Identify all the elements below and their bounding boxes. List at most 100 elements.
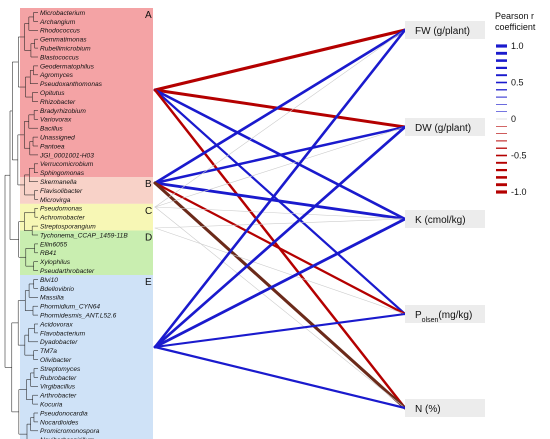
taxon-label: Bdellovibrio — [40, 286, 74, 293]
taxon-label: JGI_0001001-H03 — [39, 152, 94, 159]
legend-swatch — [496, 96, 507, 98]
legend-swatch — [496, 126, 507, 127]
variable-label-k: K (cmol/kg) — [415, 215, 466, 226]
taxon-label: Verrucomicrobium — [40, 161, 94, 168]
taxon-label: Ellin6055 — [40, 241, 67, 248]
group-label-b: B — [145, 179, 152, 190]
group-bands — [20, 8, 153, 439]
taxon-label: Massilia — [40, 295, 64, 302]
taxon-label: Bacillus — [40, 126, 63, 133]
group-label-c: C — [145, 206, 152, 217]
taxon-label: Dyadobacter — [40, 339, 78, 346]
variable-label-dw: DW (g/plant) — [415, 123, 471, 134]
edge-a-dw — [153, 88, 407, 129]
variable-nodes: FW (g/plant)DW (g/plant)K (cmol/kg)Polse… — [405, 21, 485, 417]
edge-a-fw — [153, 28, 407, 92]
group-label-a: A — [145, 10, 152, 21]
edge-b-fw — [153, 28, 407, 185]
taxon-label: Rubellimicrobium — [40, 46, 91, 53]
taxon-label: Pseudoxanthomonas — [40, 81, 103, 88]
variable-box-p — [405, 305, 485, 323]
edge-e-fw — [153, 28, 407, 349]
taxon-label: Sphingomonas — [40, 170, 85, 177]
edge-c-k — [154, 206, 406, 220]
taxa-labels: MicrobacteriumArchangiumRhodococcusGemma… — [39, 10, 128, 439]
legend-swatch — [496, 118, 507, 120]
edge-c-fw — [154, 29, 406, 208]
taxon-label: Phormidium_CYN64 — [40, 304, 100, 311]
edge-c-dw — [154, 126, 406, 208]
legend-swatch — [496, 176, 507, 179]
taxon-label: Promicromonospora — [40, 428, 100, 435]
edge-e-k — [153, 217, 407, 349]
taxon-label: Rhizobacter — [40, 99, 76, 106]
variable-box-n — [405, 399, 485, 417]
legend-swatch — [496, 154, 507, 157]
taxon-label: Achromobacter — [39, 215, 86, 222]
legend-swatch — [496, 59, 507, 62]
taxon-label: Tychonema_CCAP_1459-11B — [40, 232, 128, 239]
legend-tick-label: 0.5 — [511, 78, 524, 88]
taxon-label: Bradyrhizobium — [40, 108, 86, 115]
taxon-label: RB41 — [40, 250, 57, 257]
legend-swatch — [496, 168, 507, 172]
edge-e-p — [153, 312, 407, 349]
legend-tick-label: -0.5 — [511, 151, 527, 161]
legend-swatch — [496, 161, 507, 164]
taxon-label: Xylophilus — [39, 259, 71, 266]
legend-swatch — [496, 89, 507, 91]
taxon-label: Streptosporangium — [40, 224, 96, 231]
variable-box-fw — [405, 21, 485, 39]
edge-e-dw — [153, 125, 407, 349]
variable-label-fw: FW (g/plant) — [415, 26, 470, 37]
taxon-label: Pseudonocardia — [40, 410, 88, 417]
group-band-d — [20, 230, 153, 276]
taxon-label: Olivibacter — [40, 357, 72, 364]
legend-title-line2: coefficient — [495, 22, 536, 32]
taxon-label: Streptomyces — [40, 366, 81, 373]
edge-b-n — [153, 181, 407, 410]
edge-b-dw — [153, 125, 407, 185]
variable-box-dw — [405, 118, 485, 136]
group-band-c — [20, 203, 153, 231]
taxon-label: Opitutus — [40, 90, 65, 97]
taxon-label: Agromyces — [39, 72, 74, 79]
taxon-label: Rubrobacter — [40, 375, 77, 382]
taxon-label: Variovorax — [40, 117, 72, 124]
legend-swatch — [496, 190, 507, 194]
variable-box-k — [405, 210, 485, 228]
taxon-label: Noviherbaspirillum — [40, 437, 95, 439]
taxon-label: Pseudarthrobacter — [40, 268, 95, 275]
taxon-label: Archangium — [39, 19, 76, 26]
legend-swatch — [496, 111, 507, 112]
taxon-label: Microvirga — [40, 197, 71, 204]
taxon-label: Skermanella — [40, 179, 77, 186]
edge-e-n — [153, 345, 407, 410]
legend-swatch — [496, 183, 507, 187]
legend-swatch — [496, 81, 507, 84]
legend-tick-label: -1.0 — [511, 187, 527, 197]
edge-d-p — [154, 227, 406, 315]
taxon-label: Unassigned — [40, 135, 75, 142]
group-band-a — [20, 8, 153, 178]
legend-tick-label: 0 — [511, 114, 516, 124]
taxon-label: Pseudomonas — [40, 206, 83, 213]
edge-d-k — [154, 218, 406, 229]
taxon-label: Arthrobacter — [39, 393, 77, 400]
taxon-label: TM7a — [40, 348, 57, 355]
taxon-label: Gemmatimonas — [40, 37, 87, 44]
group-label-e: E — [145, 277, 152, 288]
edge-b-k — [153, 181, 407, 221]
legend-swatch — [496, 51, 507, 55]
taxon-label: Phormidesmis_ANT.L52.6 — [40, 313, 117, 320]
group-band-b — [20, 177, 153, 204]
correlation-edges — [153, 28, 407, 410]
taxon-label: Flavobacterium — [40, 330, 86, 337]
legend-swatch — [496, 104, 507, 105]
taxon-label: Geodermatophilus — [40, 63, 95, 70]
group-band-e — [20, 275, 153, 439]
legend-swatch — [496, 133, 507, 134]
legend-title-line1: Pearson r — [495, 11, 534, 21]
